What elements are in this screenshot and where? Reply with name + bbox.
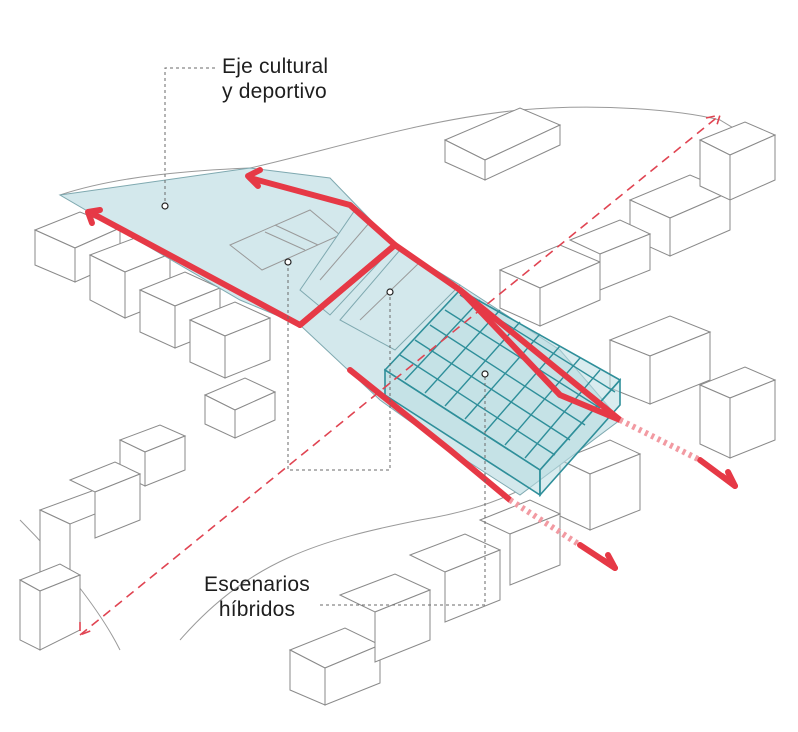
buildings-right-middle <box>558 315 777 531</box>
label-leader-lines <box>161 67 489 606</box>
buildings-bottom <box>288 499 562 706</box>
buildings-right-upper <box>498 121 777 327</box>
buildings-left-lower <box>18 424 187 651</box>
hybrid-scenarios-label: Escenarios híbridos <box>196 572 318 622</box>
cultural-axis-arrows <box>85 167 738 571</box>
terrain-outline <box>59 106 771 196</box>
hybrid-label-line2: híbridos <box>218 598 296 621</box>
road-axis-dashed <box>79 114 721 636</box>
axis-extension-right <box>618 417 702 463</box>
buildings-left-upper <box>33 211 277 439</box>
cultural-sports-axis-label: Eje cultural y deportivo <box>222 54 328 104</box>
hybrid-label-line1: Escenarios <box>204 573 310 596</box>
hybrid-grid-structure <box>383 288 622 498</box>
cultural-axis-label-line2: y deportivo <box>222 80 327 103</box>
central-stairs <box>299 209 461 351</box>
cultural-axis-label-line1: Eje cultural <box>222 55 329 78</box>
hilltop-building <box>443 107 562 181</box>
